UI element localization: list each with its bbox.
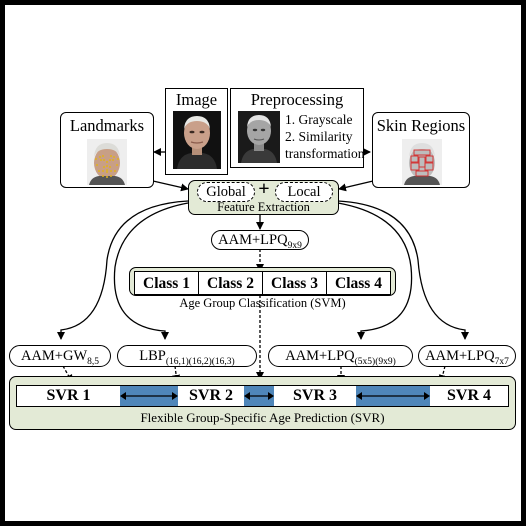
preprocessing-step-2: 2. Similarity (285, 129, 353, 144)
group-feature-1-sub: 8,5 (87, 356, 100, 367)
class-table: Class 1 Class 2 Class 3 Class 4 (134, 271, 391, 295)
arrow-skin-to-features (338, 180, 374, 192)
svr-1-cell: SVR 1 (17, 386, 120, 406)
group-feature-3-main: AAM+LPQ (285, 348, 355, 364)
age-prediction-caption: Flexible Group-Specific Age Prediction (… (140, 410, 385, 425)
classification-feature-main: AAM+LPQ (218, 232, 288, 248)
landmarked-face-photo (87, 139, 127, 185)
group-feature-3-sub: (5x5)(9x9) (354, 356, 396, 367)
overlap-double-arrow-icon (356, 392, 430, 400)
feature-plus-sign: + (258, 178, 270, 200)
figure-frame: { "image_box": { "title": "Image" }, "pr… (5, 5, 521, 521)
feature-extraction-caption: Feature Extraction (217, 200, 310, 214)
class-1-cell: Class 1 (135, 272, 199, 294)
overlap-double-arrow-icon (120, 392, 178, 400)
preprocessing-step-2-cont: transformation (285, 146, 365, 161)
preprocessing-step-1: 1. Grayscale (285, 112, 353, 127)
age-group-classification-panel: Class 1 Class 2 Class 3 Class 4 (129, 267, 396, 296)
overlap-double-arrow-icon (244, 392, 274, 400)
curve-features-to-lpq5 (337, 202, 413, 340)
skin-regions-box: Skin Regions (372, 112, 470, 188)
classification-caption: Age Group Classification (SVM) (179, 296, 346, 310)
svr-overlap-3-4 (356, 386, 430, 406)
class-4-cell: Class 4 (335, 275, 382, 292)
landmarks-box: Landmarks (60, 112, 154, 188)
face-photo (173, 111, 221, 169)
curve-features-to-lbp (113, 202, 189, 340)
preprocessing-box: Preprocessing 1. Grayscale 2. Similarity… (230, 88, 364, 168)
connector-lines (57, 148, 469, 383)
classification-feature-pill: AAM+LPQ9x9 (211, 230, 309, 251)
skin-regions-face-photo (402, 139, 442, 185)
svr-overlap-2-3 (244, 386, 274, 406)
age-prediction-panel: SVR 1 SVR 2 SVR 3 SVR 4 Flexible Group-S… (9, 376, 516, 430)
svr-3-cell: SVR 3 (274, 386, 356, 406)
group-feature-pill-2: LBP(16,1)(16,2)(16,3) (117, 345, 257, 367)
svr-4-cell: SVR 4 (430, 386, 508, 406)
arrow-lpq7-to-svr4 (438, 365, 447, 383)
feature-extraction-panel: Global + Local Feature Extraction (188, 178, 339, 215)
group-feature-2-main: LBP (139, 348, 166, 364)
classification-feature-sub: 9x9 (287, 240, 302, 251)
group-feature-pill-4: AAM+LPQ7x7 (418, 345, 516, 367)
svr-overlap-1-2 (120, 386, 178, 406)
class-2-cell: Class 2 (199, 272, 263, 294)
arrow-lbp-to-svr2 (172, 365, 181, 383)
group-feature-pill-1: AAM+GW8,5 (9, 345, 111, 367)
curve-features-to-gw (57, 200, 189, 340)
class-3-cell: Class 3 (263, 272, 327, 294)
svr-2-cell: SVR 2 (178, 386, 244, 406)
skin-regions-title: Skin Regions (376, 116, 466, 135)
group-feature-2-sub: (16,1)(16,2)(16,3) (165, 356, 235, 367)
group-feature-pill-3: AAM+LPQ(5x5)(9x9) (268, 345, 413, 367)
group-feature-4-main: AAM+LPQ (425, 348, 495, 364)
svr-strip: SVR 1 SVR 2 SVR 3 SVR 4 (16, 385, 509, 407)
global-feature-tag: Global (197, 182, 255, 202)
group-feature-1-main: AAM+GW (20, 348, 88, 364)
landmarks-title: Landmarks (69, 116, 145, 135)
group-feature-4-sub: 7x7 (494, 356, 509, 367)
arrow-landmarks-to-features (152, 180, 189, 192)
curve-features-to-lpq7 (337, 200, 469, 340)
grayscale-face-photo (238, 111, 280, 163)
image-box: Image (165, 88, 228, 175)
preprocessing-title: Preprocessing (250, 90, 344, 109)
image-box-title: Image (175, 90, 218, 109)
local-feature-tag: Local (275, 182, 333, 202)
